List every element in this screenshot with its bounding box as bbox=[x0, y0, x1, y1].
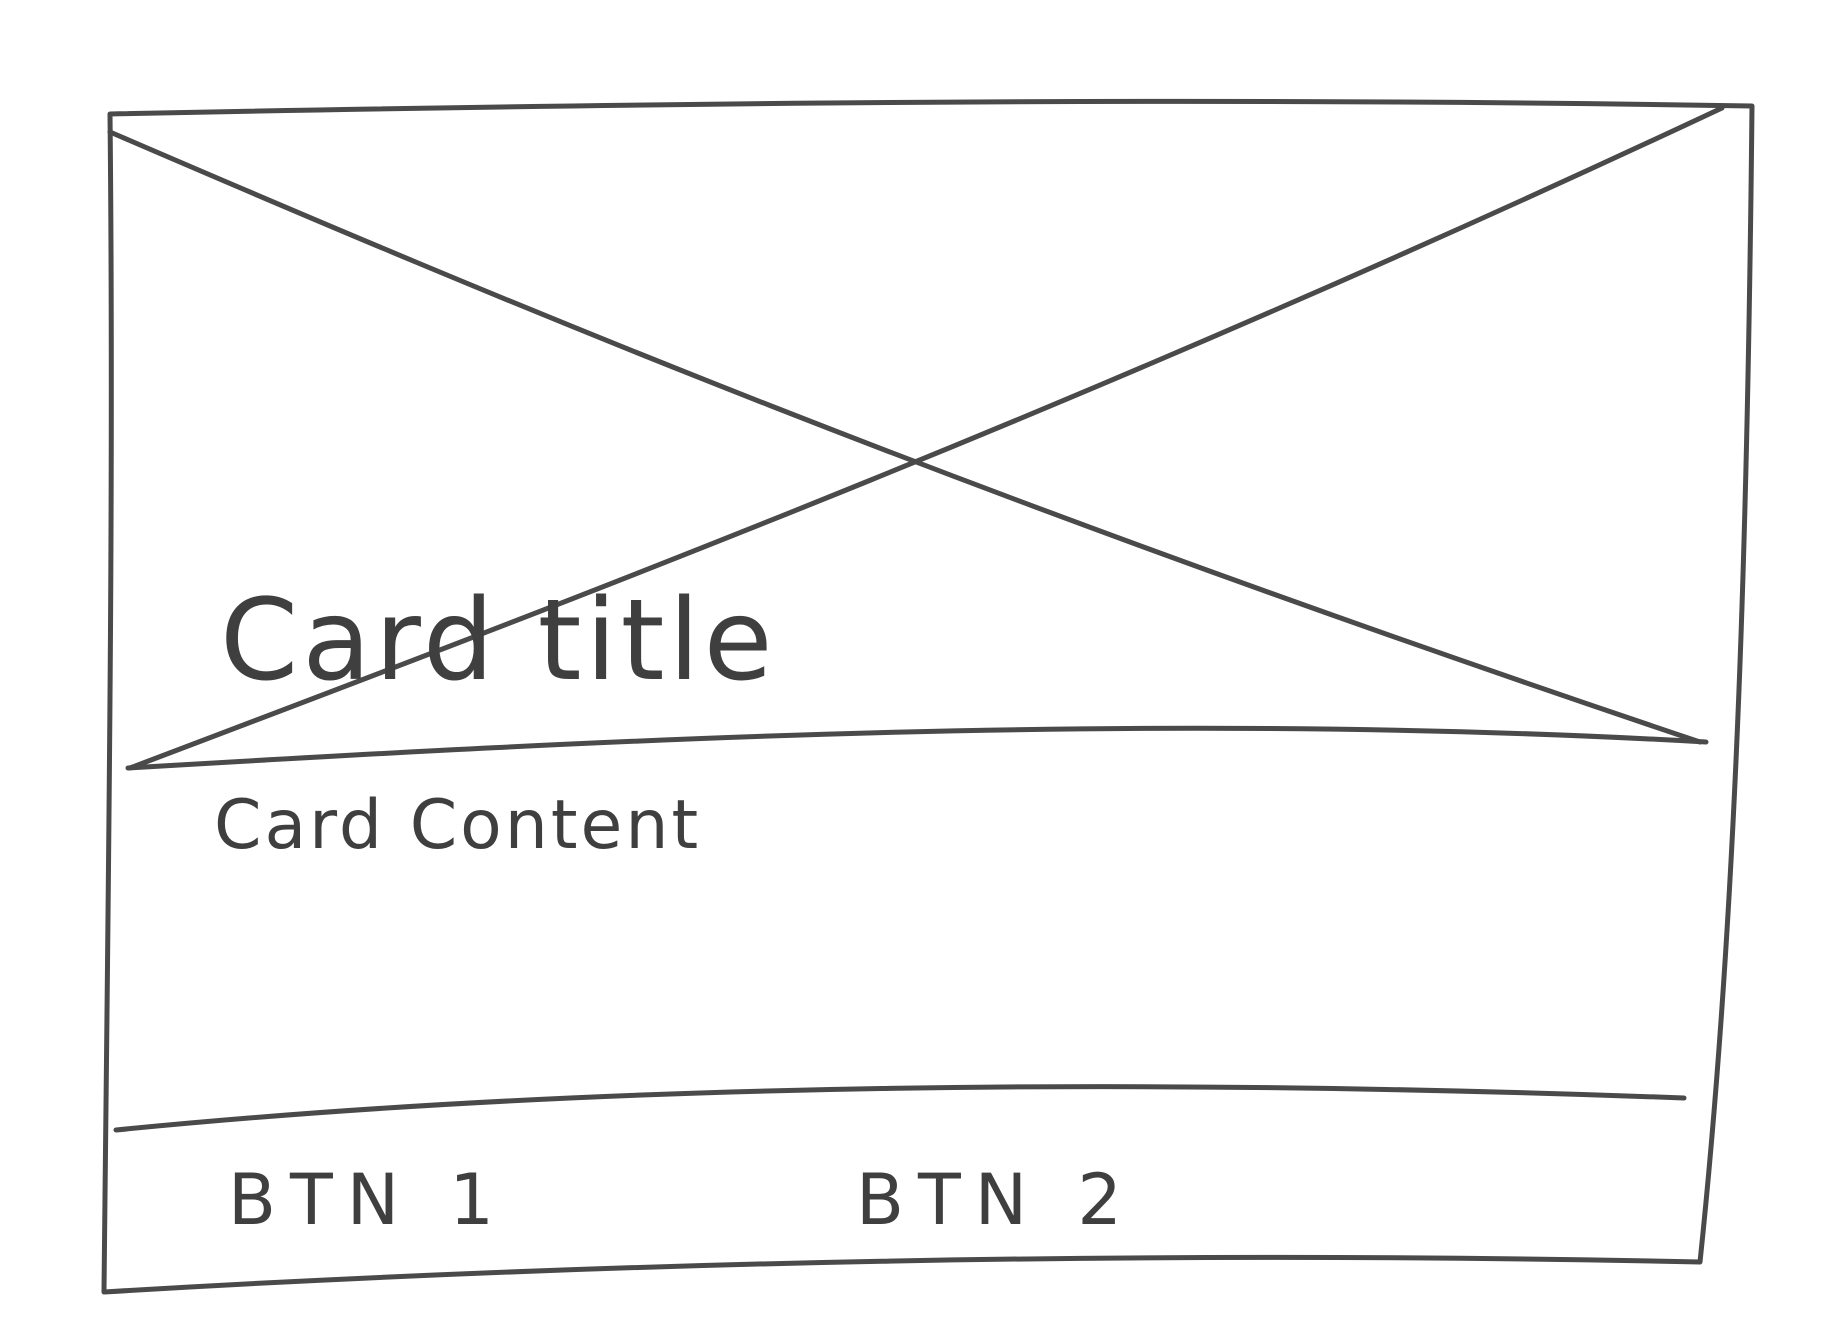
media-divider bbox=[125, 725, 1709, 771]
image-placeholder-diagonal-2 bbox=[127, 105, 1725, 771]
actions-divider bbox=[113, 1084, 1687, 1133]
image-placeholder-icon bbox=[107, 105, 1725, 771]
card-content: Card Content bbox=[214, 786, 702, 865]
button-1[interactable]: BTN 1 bbox=[228, 1159, 508, 1241]
button-2[interactable]: BTN 2 bbox=[856, 1159, 1136, 1241]
card-border bbox=[101, 98, 1755, 1295]
card-title: Card title bbox=[220, 576, 777, 706]
image-placeholder-diagonal-1 bbox=[107, 129, 1703, 745]
